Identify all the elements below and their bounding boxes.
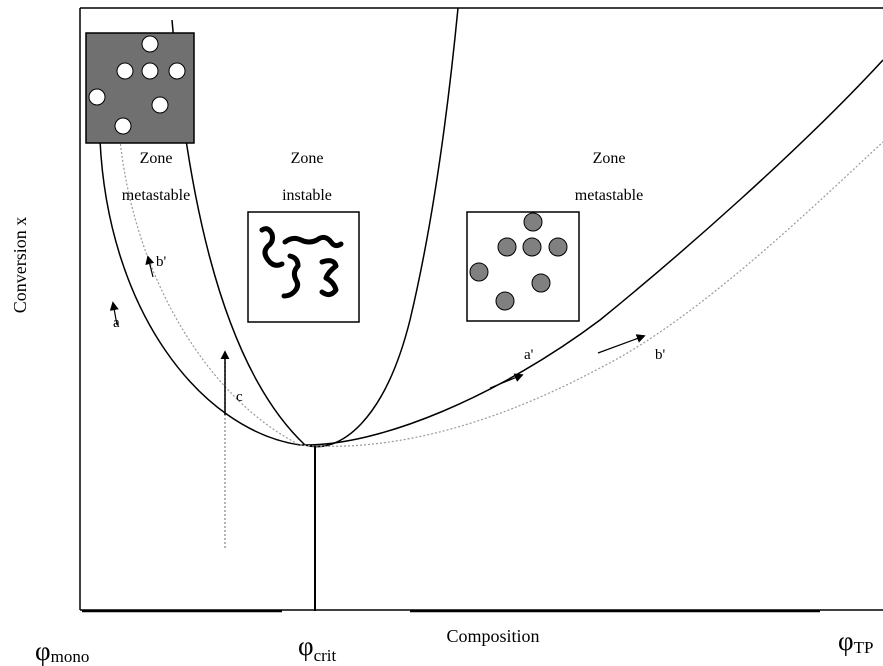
label-a: a <box>113 315 120 331</box>
label-c: c <box>236 389 243 405</box>
inset-dispersion <box>85 32 195 144</box>
spinodal-curve <box>171 7 459 448</box>
zone-left-title: Zone <box>140 150 173 167</box>
arrow-b-prime-left <box>145 255 155 278</box>
zone-left-subtitle: metastable <box>122 187 190 204</box>
zone-middle-title: Zone <box>291 150 324 167</box>
zone-right-subtitle: metastable <box>575 187 643 204</box>
arrow-b-prime-right <box>597 334 646 354</box>
zone-middle-subtitle: instable <box>282 187 332 204</box>
arrow-a-prime <box>489 373 524 389</box>
inset-worms <box>247 211 360 323</box>
y-axis-label: Conversion x <box>10 217 30 314</box>
tick-phi-crit: φcrit <box>298 631 337 665</box>
label-b-prime-right: b' <box>655 347 666 363</box>
arrow-a <box>109 301 119 326</box>
dotted-curve-b-prime <box>119 139 883 447</box>
label-b-prime-left: b' <box>156 254 167 270</box>
label-a-prime: a' <box>524 347 534 363</box>
tick-phi-mono: φmono <box>35 636 89 666</box>
binodal-curve <box>99 59 883 446</box>
inset-particles <box>466 211 580 322</box>
zone-right-title: Zone <box>593 150 626 167</box>
tick-phi-tp: φTP <box>838 626 873 657</box>
x-axis-label: Composition <box>446 626 539 646</box>
